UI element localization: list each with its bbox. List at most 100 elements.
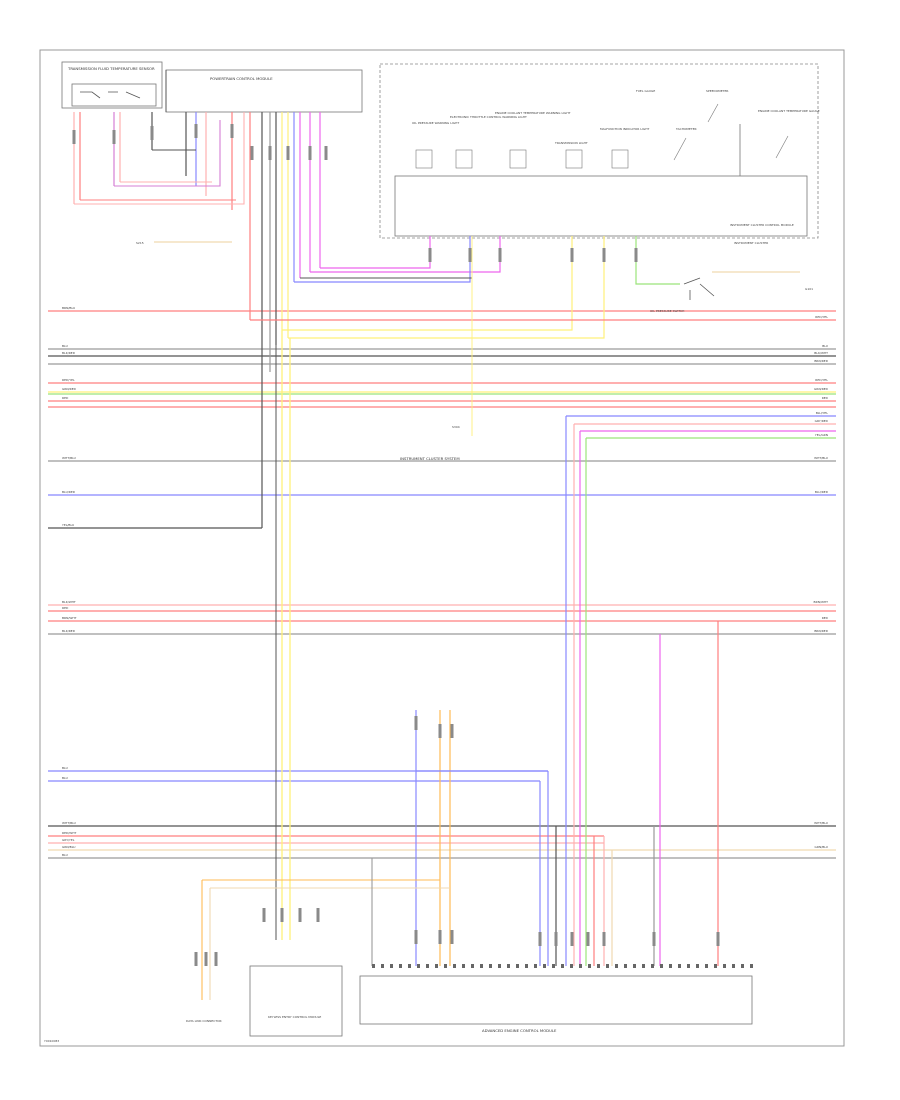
ecm-pin <box>516 964 519 968</box>
ecm-pin <box>498 964 501 968</box>
wire-label: BLU <box>822 344 828 348</box>
oil-switch-feed <box>635 236 680 285</box>
wire-label: BLU <box>62 766 68 770</box>
wire-label: GRN/RED <box>814 387 829 391</box>
cluster-feed-yel2 <box>288 236 605 339</box>
connector-pin <box>280 908 284 922</box>
connector-pin <box>652 932 656 946</box>
wire-label: BRN/RED <box>814 629 828 633</box>
cluster-outer-label: INSTRUMENT CLUSTER <box>734 241 768 245</box>
wire-label: YEL/GRN <box>815 433 828 437</box>
ecm-pin <box>525 964 528 968</box>
ecm-pin <box>507 964 510 968</box>
figure-id: Y0010083 <box>44 1039 59 1043</box>
powertrain-control-module: POWERTRAIN CONTROL MODULE <box>165 69 363 113</box>
wire-label: BLK/RED <box>62 629 76 633</box>
connector-pin <box>230 124 234 138</box>
ecm-pin <box>741 964 744 968</box>
dlc-label: DATA LINK CONNECTOR <box>186 1019 222 1023</box>
ecm-pin <box>615 964 618 968</box>
splice-label-1: S215 <box>136 241 144 245</box>
cluster-item-etc: ELECTRONIC THROTTLE CONTROL WARNING LIGH… <box>450 115 527 119</box>
wire-label: RED <box>62 396 69 400</box>
cluster-inner-label: INSTRUMENT CLUSTER CONTROL MODULE <box>730 223 794 227</box>
connector-pin <box>214 952 218 966</box>
wire-label: GRN/RED <box>62 387 77 391</box>
gauge-fuel: FUEL GAUGE <box>636 89 655 93</box>
connector-pin <box>268 146 272 160</box>
diagram-frame <box>39 49 845 1047</box>
ecm-pin <box>678 964 681 968</box>
oil-pressure-switch-label: OIL PRESSURE SWITCH <box>650 309 684 313</box>
ecm-pin <box>381 964 384 968</box>
ecm-pin <box>669 964 672 968</box>
ecm-pin <box>588 964 591 968</box>
connector-pin <box>438 930 442 944</box>
ecm-pin <box>399 964 402 968</box>
left-wire-labels: BRN/BLU BLU BLK/RED RED/YEL GRN/RED RED WHT/BL… <box>62 306 77 857</box>
ecm-pin <box>408 964 411 968</box>
wire-label: RED/YEL <box>815 315 828 319</box>
connector-pin <box>72 130 76 144</box>
keyless-label: KEYLESS ENTRY CONTROL MODULE <box>268 1015 321 1019</box>
ecm-pin <box>489 964 492 968</box>
connector-pin <box>498 248 502 262</box>
wire-label: RED/YEL <box>62 378 75 382</box>
wire-label: BLK/WHT <box>814 351 828 355</box>
cluster-item-oil: OIL PRESSURE WARNING LIGHT <box>412 121 459 125</box>
connector-pin <box>468 248 472 262</box>
connector-pin <box>634 248 638 262</box>
right-wire-labels: RED/YELBLUBLK/WHTBRN/REDRED/YELGRN/REDRE… <box>814 315 829 849</box>
connector-pin <box>602 248 606 262</box>
wire-label: BLU <box>62 853 68 857</box>
wire-label: WHT/BLU <box>62 821 76 825</box>
connector-pin <box>586 932 590 946</box>
cluster-feed-yel <box>282 236 573 331</box>
ecm-pin <box>372 964 375 968</box>
wire-label: WHT/BLU <box>62 456 76 460</box>
connector-pin <box>538 932 542 946</box>
ecm-pin <box>471 964 474 968</box>
ground-label: G101 <box>805 287 813 291</box>
connector-pin <box>414 716 418 730</box>
wire-label: RED/YEL <box>815 378 828 382</box>
wire-label: GRY/RED <box>815 419 829 423</box>
ecm-pin <box>570 964 573 968</box>
ecm-pin <box>651 964 654 968</box>
wire-label: BLU <box>62 776 68 780</box>
connector-pin <box>438 724 442 738</box>
instrument-cluster: INSTRUMENT CLUSTER CONTROL MODULE INSTRU… <box>379 63 820 245</box>
connector-pin <box>112 130 116 144</box>
ecm-pin <box>417 964 420 968</box>
wire-label: WHT/BLU <box>814 456 828 460</box>
ecm-pin <box>696 964 699 968</box>
connector-pin <box>602 932 606 946</box>
wire-label: BRN/WHT <box>814 600 829 604</box>
transmission-fluid-temperature-sensor: TRANSMISSION FLUID TEMPERATURE SENSOR <box>61 61 163 109</box>
oil-pressure-switch <box>683 277 715 300</box>
ecm-pin <box>687 964 690 968</box>
wire-label: RED <box>62 606 69 610</box>
wire-label: BRN/BLU <box>62 306 75 310</box>
connector-pin <box>262 908 266 922</box>
ecm-label: ADVANCED ENGINE CONTROL MODULE <box>482 1028 557 1033</box>
ecm-pin <box>561 964 564 968</box>
wire-label: BLU <box>62 344 68 348</box>
connector-pin <box>150 126 154 140</box>
connector-pin <box>194 952 198 966</box>
connector-pin <box>570 932 574 946</box>
ecm-pin <box>426 964 429 968</box>
ecm-pin <box>462 964 465 968</box>
ecm-pin <box>534 964 537 968</box>
connector-pin <box>308 146 312 160</box>
keyless-entry-module: KEYLESS ENTRY CONTROL MODULE <box>249 965 343 1037</box>
ecm-pin <box>723 964 726 968</box>
connector-pin <box>250 146 254 160</box>
sensor-loop-1 <box>74 112 245 205</box>
ecm-pin <box>705 964 708 968</box>
wire-label: BLK/WHT <box>62 600 76 604</box>
ecm-pin <box>624 964 627 968</box>
ecm-pin <box>633 964 636 968</box>
sensor-loop-3 <box>114 120 221 187</box>
